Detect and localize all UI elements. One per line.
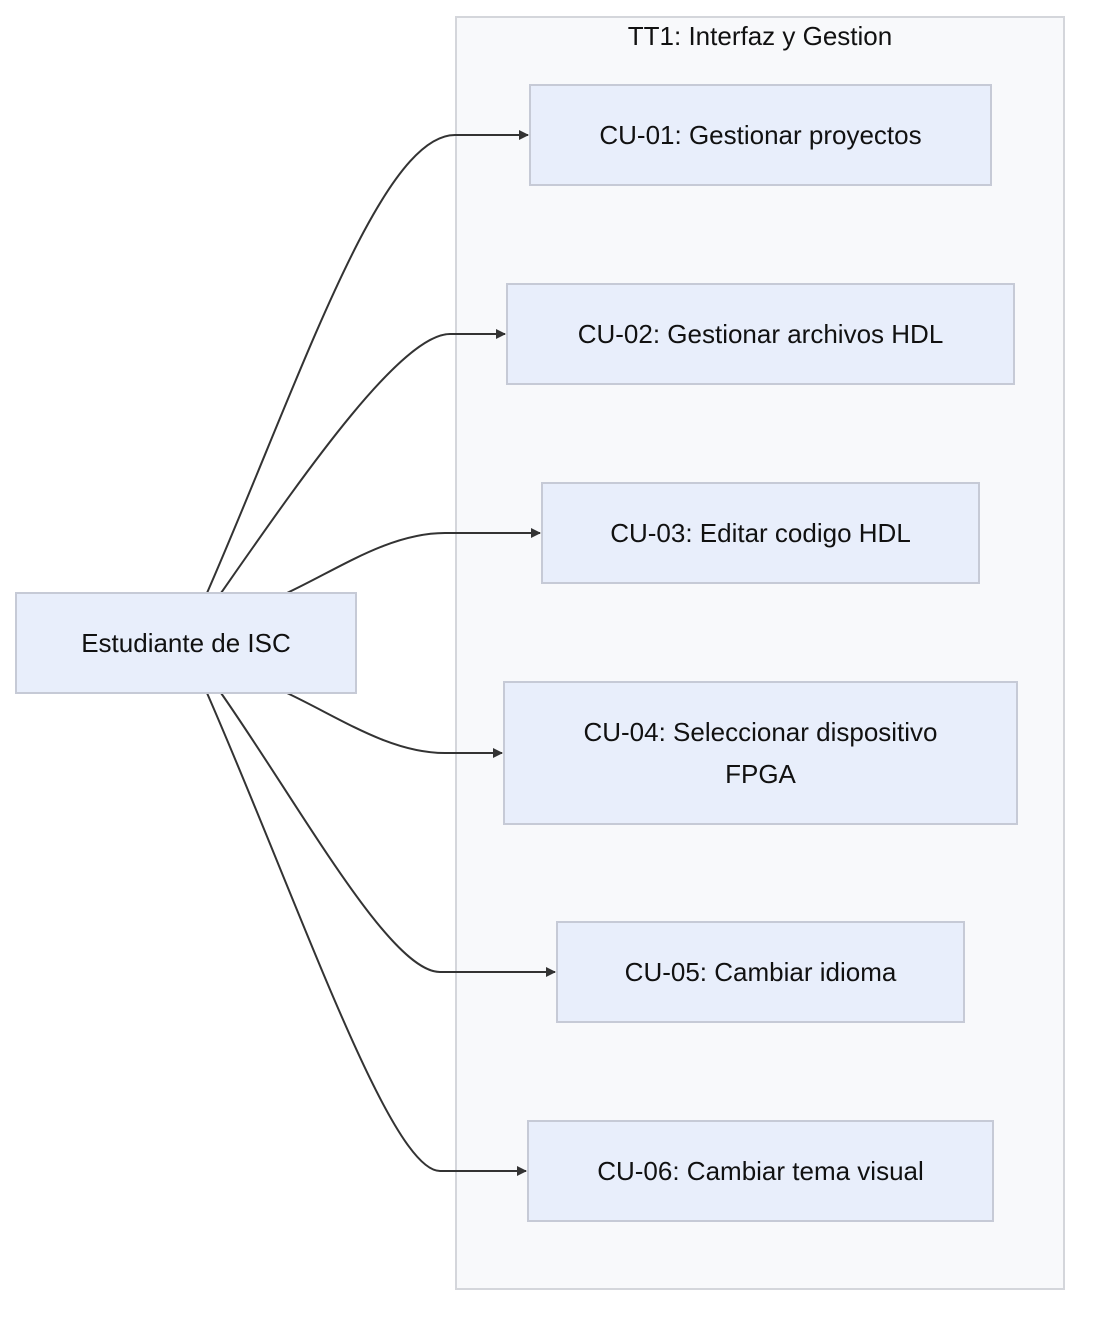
use-case-cu02: CU-02: Gestionar archivos HDL (506, 283, 1015, 385)
use-case-label: CU-06: Cambiar tema visual (597, 1156, 924, 1186)
use-case-label: CU-05: Cambiar idioma (624, 957, 897, 987)
actor-node: Estudiante de ISC (15, 592, 357, 694)
actor-label: Estudiante de ISC (81, 628, 291, 658)
use-case-label: CU-01: Gestionar proyectos (599, 120, 922, 150)
use-case-cu05: CU-05: Cambiar idioma (556, 921, 965, 1023)
use-case-label: CU-04: Seleccionar dispositivo FPGA (583, 717, 938, 789)
use-case-cu03: CU-03: Editar codigo HDL (541, 482, 980, 584)
use-case-label: CU-03: Editar codigo HDL (610, 518, 911, 548)
use-case-cu04: CU-04: Seleccionar dispositivo FPGA (503, 681, 1018, 825)
use-case-cu01: CU-01: Gestionar proyectos (529, 84, 992, 186)
use-case-cu06: CU-06: Cambiar tema visual (527, 1120, 994, 1222)
subgraph-title: TT1: Interfaz y Gestion (627, 21, 893, 51)
use-case-label: CU-02: Gestionar archivos HDL (577, 319, 944, 349)
subgraph-tt1 (455, 16, 1065, 1290)
